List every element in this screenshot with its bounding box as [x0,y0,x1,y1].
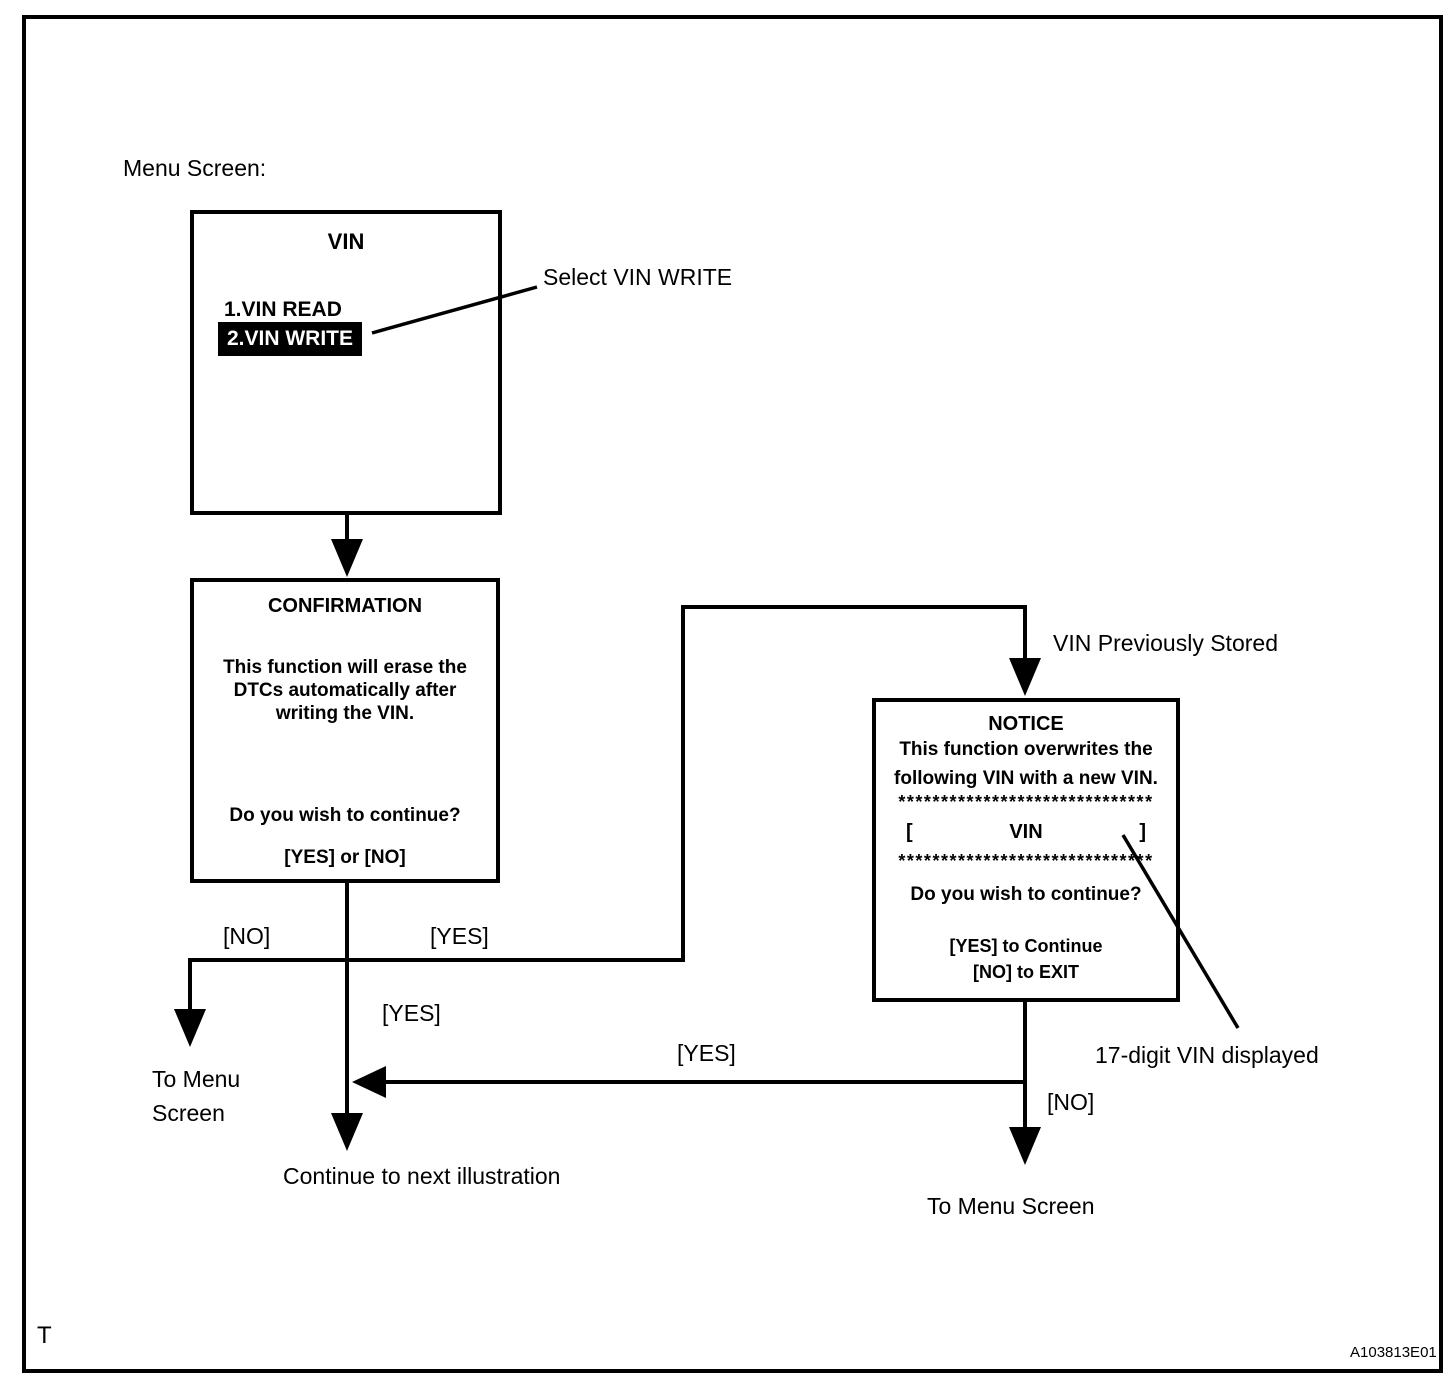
footer-page-mark: T [37,1322,52,1349]
label-notice-no: [NO] [1047,1089,1095,1115]
vin-digits-annotation: 17-digit VIN displayed [1095,1042,1319,1068]
figure-caption: Menu Screen: [123,155,267,181]
connector-notice-yes-horizontal [380,1080,1025,1084]
connector-no-left-down [188,958,192,1014]
label-to-menu-screen-left: To Menu Screen [152,1066,241,1126]
label-conf-yes-down: [YES] [382,1000,441,1026]
figure-border [22,15,1443,1373]
vin-menu-title: VIN [327,229,365,254]
confirmation-body-line: writing the VIN. [275,703,415,724]
connector-vin-to-confirmation [345,515,349,547]
confirmation-options: [YES] or [NO] [284,847,406,868]
arrowhead-continue-next [331,1113,363,1151]
menu-item-vin-write-selected: 2.VIN WRITE [218,322,363,356]
connector-into-notice [1023,605,1027,663]
confirmation-body: This function will erase the DTCs automa… [194,656,496,725]
notice-vin-field: [ VIN ] [876,821,1176,844]
notice-asterisk-row: ****************************** [898,851,1154,871]
label-conf-yes-right: [YES] [430,923,489,949]
label-conf-no: [NO] [223,923,271,949]
menu-item-vin-read: 1.VIN READ [224,298,342,321]
vin-menu-screen: VIN 1.VIN READ 2.VIN WRITE [190,210,502,515]
connector-notice-down [1023,1002,1027,1132]
connector-confirmation-down [345,883,349,1118]
arrowhead-into-notice [1009,658,1041,696]
notice-question: Do you wish to continue? [910,884,1142,905]
notice-body-line: following VIN with a new VIN. [894,768,1158,789]
notice-title: NOTICE [988,713,1064,735]
select-vin-write-annotation: Select VIN WRITE [543,264,733,290]
confirmation-body-line: This function will erase the [223,657,467,678]
confirmation-screen: CONFIRMATION This function will erase th… [190,578,500,883]
figure-reference-code: A103813E01 [1350,1344,1437,1361]
connector-yes-up [681,605,685,962]
confirmation-question: Do you wish to continue? [229,805,461,826]
notice-asterisk-row: ****************************** [898,792,1154,812]
label-notice-yes: [YES] [677,1040,736,1066]
arrowhead-to-menu-left [174,1009,206,1047]
vin-previously-stored-annotation: VIN Previously Stored [1053,630,1278,656]
notice-yes-option: [YES] to Continue [949,936,1103,956]
confirmation-body-line: DTCs automatically after [233,680,457,701]
notice-no-option: [NO] to EXIT [973,962,1079,982]
connector-yes-top [681,605,1027,609]
arrowhead-to-menu-right [1009,1127,1041,1165]
vin-field-label: VIN [1009,821,1043,843]
label-continue-next-illustration: Continue to next illustration [283,1163,561,1189]
vin-bracket-right: ] [1139,821,1146,843]
connector-branch-horizontal [188,958,685,962]
arrowhead-notice-yes [352,1066,386,1098]
notice-body-line: This function overwrites the [899,739,1153,760]
label-to-menu-screen-right: To Menu Screen [927,1193,1095,1219]
arrowhead-into-confirmation [331,539,363,577]
confirmation-title: CONFIRMATION [267,595,423,617]
vin-bracket-left: [ [906,821,913,843]
notice-screen: NOTICE This function overwrites the foll… [872,698,1180,1002]
